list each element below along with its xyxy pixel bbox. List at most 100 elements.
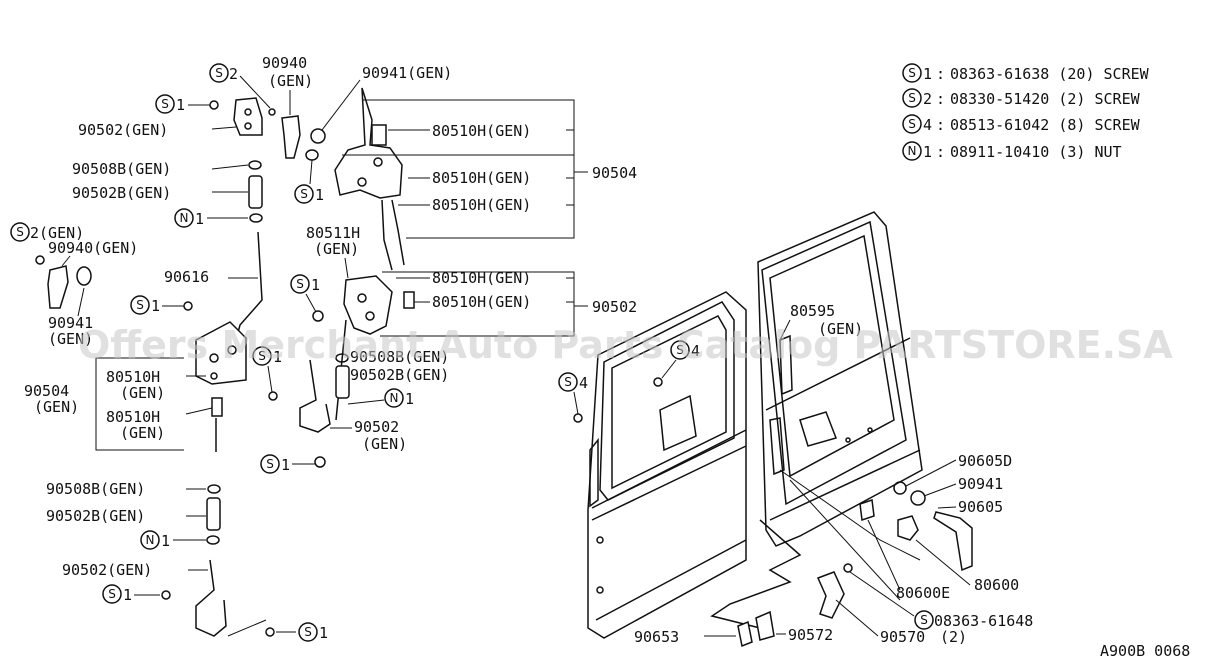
- legend-text: 08513-61042 (8) SCREW: [950, 116, 1141, 134]
- svg-text:S: S: [300, 187, 308, 201]
- label-90940: 90940: [262, 54, 307, 72]
- svg-text:S: S: [136, 298, 144, 312]
- legend-num: 2: [923, 90, 932, 108]
- legend-symbol: S: [908, 117, 916, 131]
- label-90940-gen: (GEN): [268, 72, 313, 90]
- label-90570: 90570: [880, 628, 925, 646]
- legend-symbol: N: [908, 144, 917, 158]
- handle-part: [281, 115, 301, 159]
- callout-s1: S 1: [294, 159, 324, 204]
- callout-s1: S 1: [252, 346, 282, 401]
- label-90616: 90616: [164, 268, 209, 286]
- part-90653: [737, 620, 753, 648]
- handle-left: [47, 265, 69, 309]
- label-90502b-gen-2: 90502B(GEN): [46, 507, 145, 525]
- label-90502-gen-lower: 90502(GEN): [62, 561, 152, 579]
- svg-text:S: S: [258, 349, 266, 363]
- legend-num: 4: [923, 116, 932, 134]
- svg-text:1: 1: [123, 586, 132, 604]
- label-90570-qty: (2): [940, 628, 967, 646]
- legend-text: 08330-51420 (2) SCREW: [950, 90, 1141, 108]
- label-80510h-6: 80510H: [106, 368, 160, 386]
- svg-text:1: 1: [311, 276, 320, 294]
- label-80511h: 80511H: [306, 224, 360, 242]
- svg-text:S: S: [266, 457, 274, 471]
- part-90572: [755, 610, 775, 641]
- callout-s4: S 4: [558, 372, 588, 423]
- callout-n1: N 1: [347, 388, 414, 408]
- svg-text:1: 1: [273, 348, 282, 366]
- svg-text:S: S: [564, 375, 572, 389]
- svg-text:1: 1: [161, 532, 170, 550]
- svg-text:S: S: [161, 97, 169, 111]
- label-80510h-7: 80510H: [106, 408, 160, 426]
- label-90572: 90572: [788, 626, 833, 644]
- label-80595-gen: (GEN): [818, 320, 863, 338]
- callout-s1: S 1: [276, 622, 328, 642]
- callout-n1: N 1: [140, 530, 220, 550]
- label-90941-gen-left: (GEN): [48, 330, 93, 348]
- callout-s-08363: S 08363-61648: [843, 563, 1033, 630]
- legend-sep: :: [936, 116, 945, 134]
- svg-text:1: 1: [319, 624, 328, 642]
- callout-s2-gen: S 2(GEN): [10, 222, 84, 242]
- label-90941-gen: 90941(GEN): [362, 64, 452, 82]
- callout-s1: S 1: [102, 584, 171, 604]
- legend-symbol: S: [908, 66, 916, 80]
- legend-num: 1: [923, 65, 932, 83]
- callout-s4: S 4: [653, 340, 700, 387]
- callout-s1: S 1: [155, 94, 219, 114]
- legend-sep: :: [936, 65, 945, 83]
- diagram-code: A900B 0068: [1100, 642, 1190, 660]
- label-90508b-gen-mid: 90508B(GEN): [350, 348, 449, 366]
- legend-row: N 1 : 08911-10410 (3) NUT: [902, 141, 1122, 161]
- label-90504-left: 90504: [24, 382, 69, 400]
- watermark: Offers Merchant Auto Parts Catalog PARTS…: [78, 323, 1173, 367]
- lock-mechanism: [334, 87, 403, 199]
- legend-row: S 2 : 08330-51420 (2) SCREW: [902, 88, 1141, 108]
- handle-outer: [933, 511, 973, 572]
- label-90508b-gen-2: 90508B(GEN): [46, 480, 145, 498]
- label-80600e: 80600E: [896, 584, 950, 602]
- svg-text:S: S: [676, 343, 684, 357]
- label-90941: 90941: [48, 314, 93, 332]
- svg-text:S: S: [296, 277, 304, 291]
- svg-text:1: 1: [151, 297, 160, 315]
- label-90941-right: 90941: [958, 475, 1003, 493]
- label-90605: 90605: [958, 498, 1003, 516]
- legend-num: 1: [923, 143, 932, 161]
- lock-mid: [343, 275, 393, 335]
- legend-sep: :: [936, 90, 945, 108]
- svg-text:S: S: [920, 613, 928, 627]
- callout-s2: S 2: [209, 63, 271, 109]
- label-s2-gen: 2(GEN): [30, 224, 84, 242]
- svg-text:1: 1: [176, 96, 185, 114]
- callout-n1: N 1: [174, 208, 263, 228]
- label-90940-gen-left: 90940(GEN): [48, 239, 138, 257]
- svg-text:4: 4: [579, 374, 588, 392]
- callout-s1: S 1: [130, 295, 193, 315]
- svg-text:1: 1: [315, 186, 324, 204]
- svg-text:S: S: [304, 625, 312, 639]
- door-slide: [757, 211, 923, 547]
- legend-symbol: S: [908, 91, 916, 105]
- callout-s1: S 1: [290, 274, 324, 322]
- hinge-top: [233, 97, 263, 136]
- hinge-mid-lower: [299, 359, 331, 433]
- label-80511h-gen: (GEN): [314, 240, 359, 258]
- label-90502b-gen-mid: 90502B(GEN): [350, 366, 449, 384]
- label-90605d: 90605D: [958, 452, 1012, 470]
- callout-s1: S 1: [260, 454, 326, 474]
- svg-text:S: S: [108, 587, 116, 601]
- legend-sep: :: [936, 143, 945, 161]
- label-80510h-1: 80510H(GEN): [432, 122, 531, 140]
- label-90502-mid: 90502: [354, 418, 399, 436]
- svg-text:1: 1: [195, 210, 204, 228]
- legend-row: S 4 : 08513-61042 (8) SCREW: [902, 114, 1141, 134]
- svg-text:2: 2: [229, 65, 238, 83]
- label-90502-right: 90502: [592, 298, 637, 316]
- label-80510h-4: 80510H(GEN): [432, 269, 531, 287]
- svg-text:N: N: [146, 533, 155, 547]
- label-80510h-7-gen: (GEN): [120, 424, 165, 442]
